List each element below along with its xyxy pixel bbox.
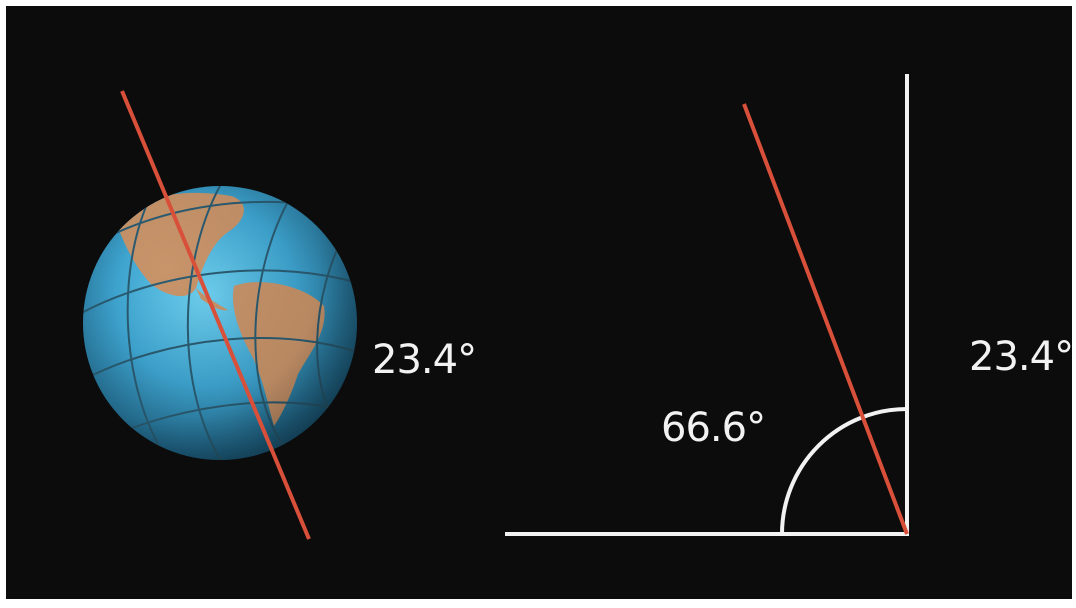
- complement-angle-label: 66.6°: [661, 405, 766, 451]
- angle-arc: [780, 407, 908, 535]
- globe-tilt-label: 23.4°: [372, 337, 477, 383]
- diagram-canvas: 23.4° 23.4° 66.6°: [6, 6, 1072, 599]
- tilted-axis-line: [742, 103, 909, 535]
- axis-tilt-label: 23.4°: [969, 334, 1072, 380]
- earth-axis-line: [120, 90, 311, 540]
- diagram-svg: [83, 74, 909, 540]
